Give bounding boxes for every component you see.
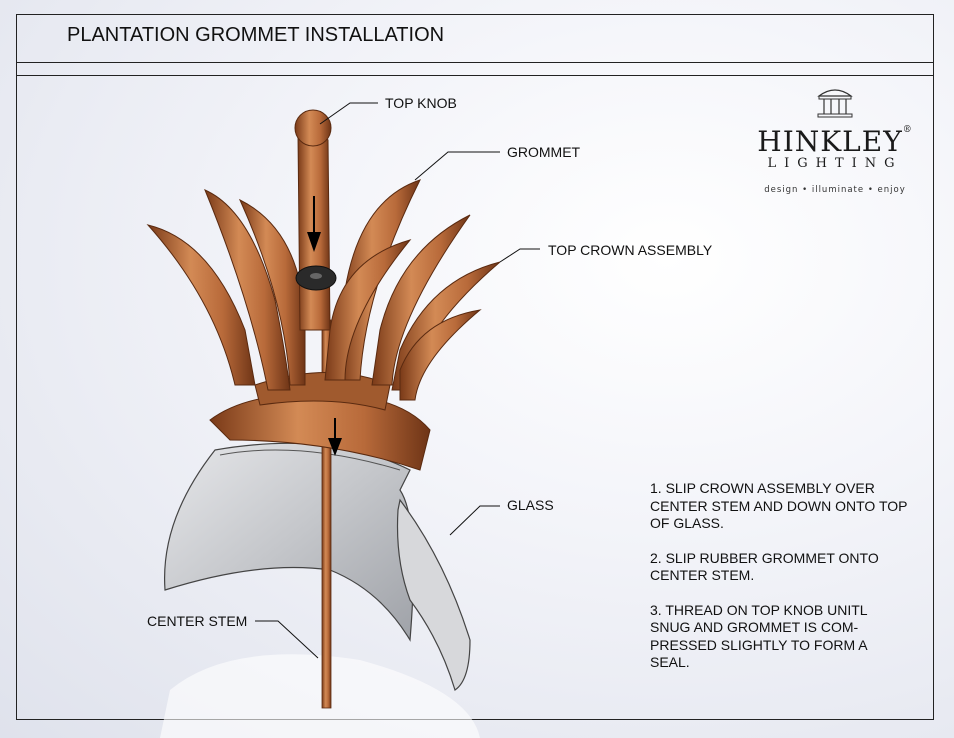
- label-top-knob: TOP KNOB: [385, 95, 457, 111]
- instructions: 1. SLIP CROWN ASSEMBLY OVER CENTER STEM …: [650, 480, 910, 689]
- instruction-1: 1. SLIP CROWN ASSEMBLY OVER CENTER STEM …: [650, 480, 908, 531]
- logo-sub: LIGHTING: [767, 156, 903, 171]
- glass-shade: [163, 442, 471, 691]
- sub-bar: [17, 63, 933, 76]
- crown-leaves: [146, 179, 501, 401]
- building-icon: [817, 89, 853, 118]
- drawing-frame: PLANTATION GROMMET INSTALLATION: [16, 14, 934, 720]
- background-shadow-shape: [160, 654, 480, 738]
- label-center-stem: CENTER STEM: [147, 613, 248, 629]
- leader-lines: [255, 102, 540, 659]
- top-knob: [294, 109, 332, 147]
- logo-name: HINKLEY®: [757, 125, 913, 158]
- down-arrow-icon: [307, 196, 321, 252]
- label-glass: GLASS: [507, 497, 554, 513]
- page-title: PLANTATION GROMMET INSTALLATION: [67, 24, 445, 46]
- down-arrow-icon-lower: [328, 418, 342, 456]
- instruction-3: 3. THREAD ON TOP KNOB UNITL SNUG AND GRO…: [650, 601, 868, 671]
- instruction-2: 2. SLIP RUBBER GROMMET ONTO CENTER STEM.: [650, 549, 879, 584]
- label-top-crown: TOP CROWN ASSEMBLY: [548, 242, 713, 258]
- label-grommet: GROMMET: [507, 144, 581, 160]
- logo-tagline: design • illuminate • enjoy: [764, 185, 906, 195]
- knob-post: [295, 130, 337, 331]
- hinkley-logo: HINKLEY® LIGHTING design • illuminate • …: [744, 84, 926, 195]
- title-bar: PLANTATION GROMMET INSTALLATION: [17, 15, 933, 63]
